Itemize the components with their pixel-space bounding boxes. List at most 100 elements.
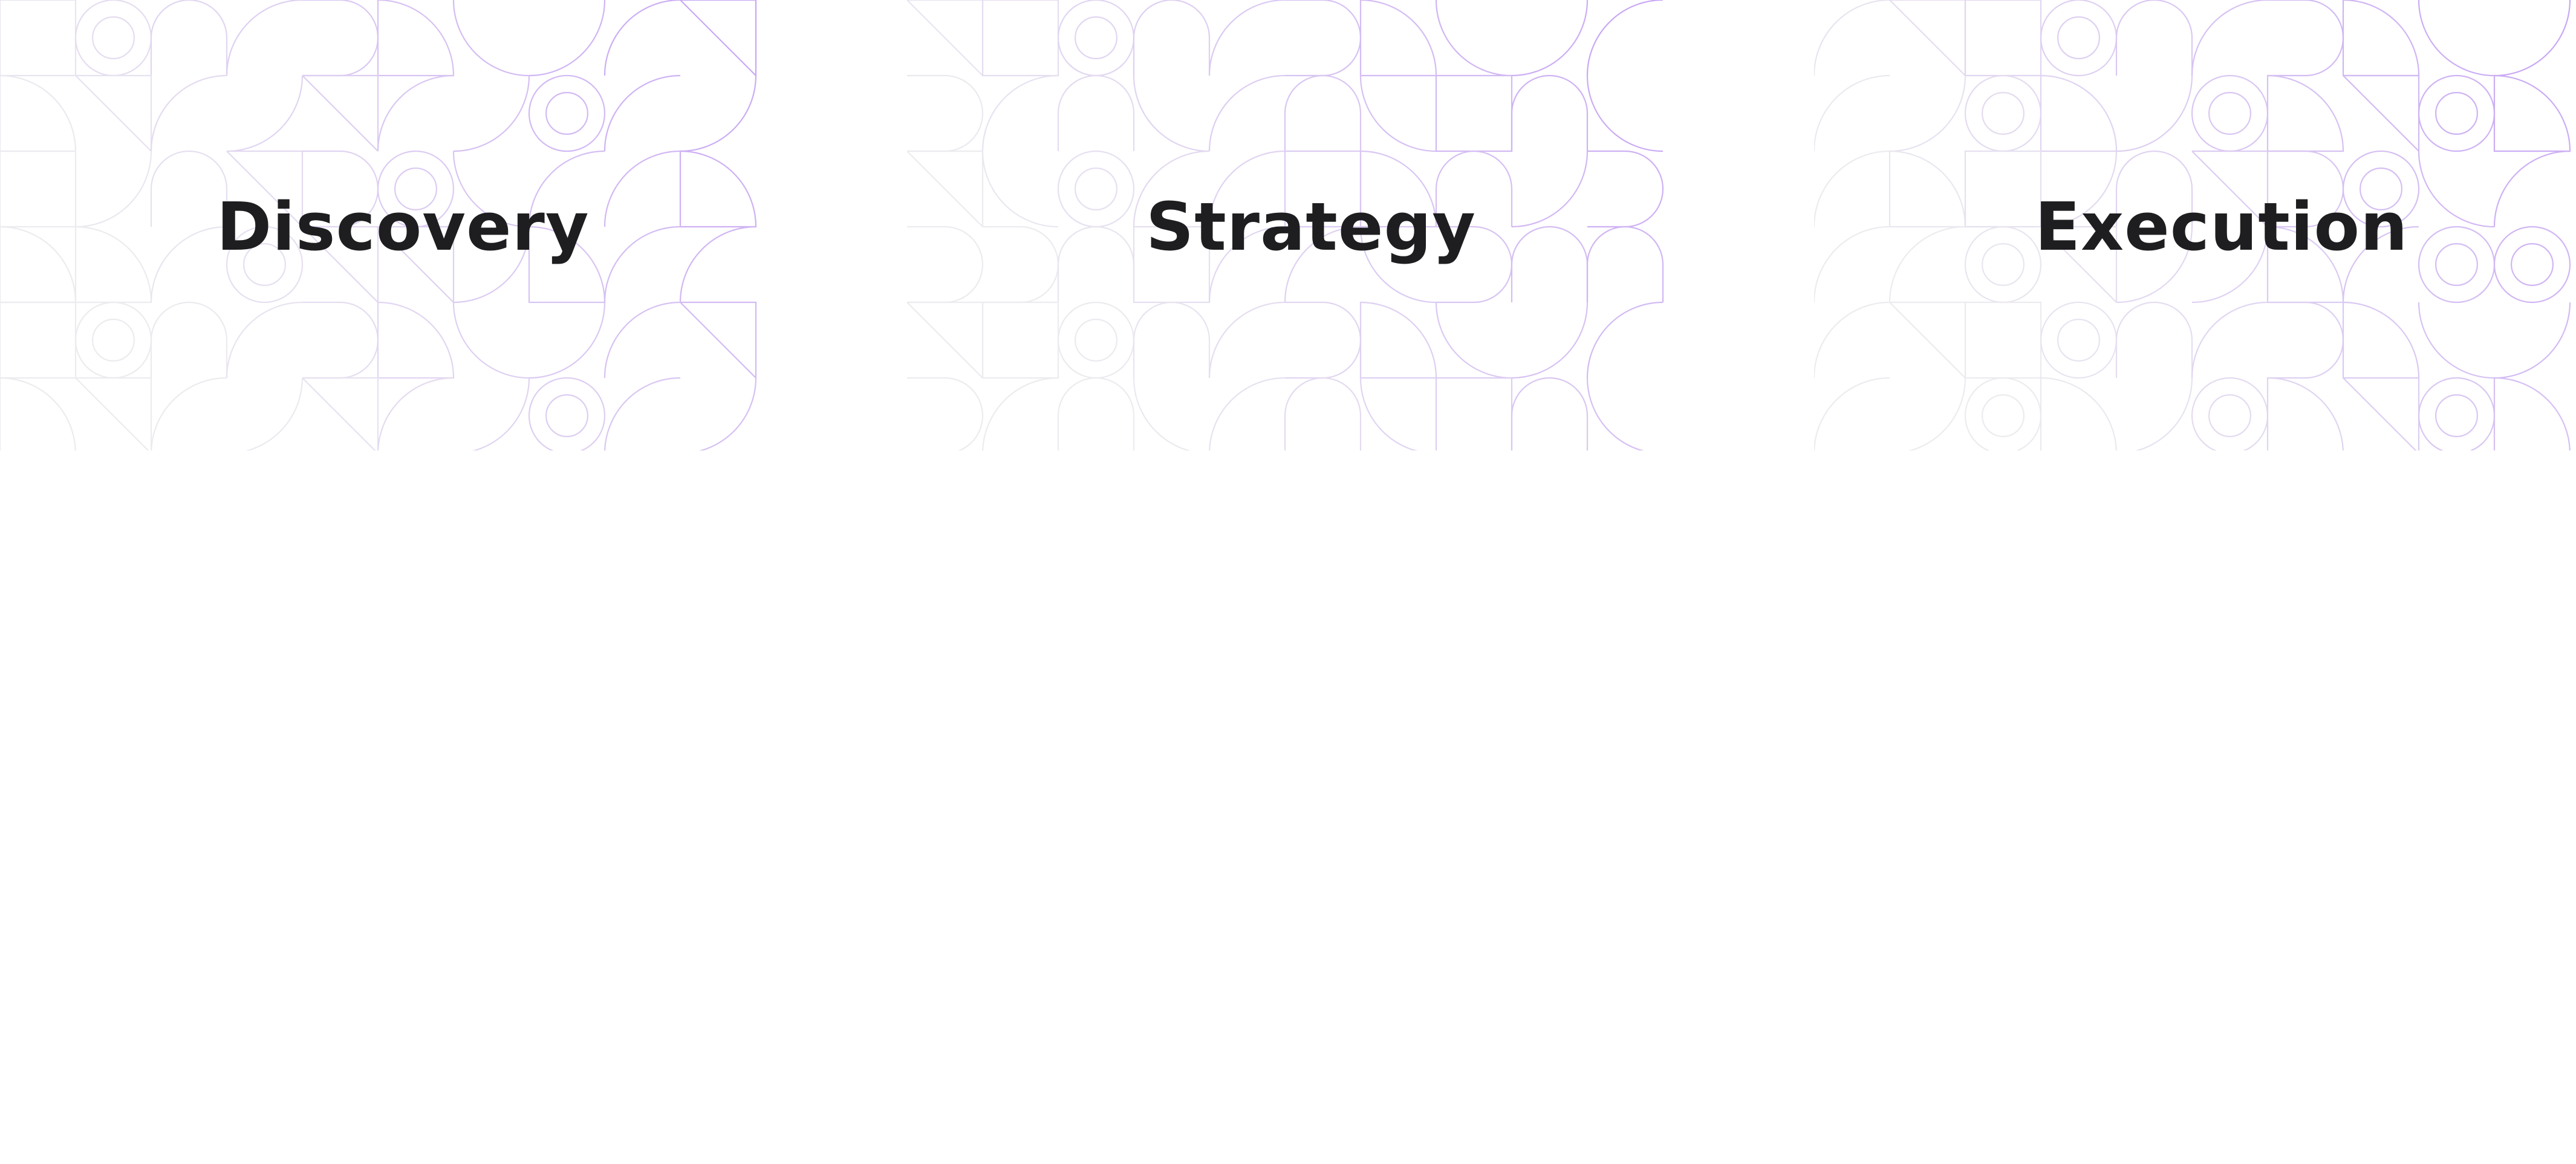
pattern-tile (1889, 301, 1966, 379)
pattern-tile (2493, 377, 2571, 450)
pattern-tile (1359, 75, 1437, 152)
pattern-tile (1814, 301, 1890, 379)
pattern-tile (2494, 302, 2571, 379)
pattern-tile (74, 226, 152, 304)
pattern-tile (2418, 74, 2496, 152)
pattern-tile (302, 301, 379, 379)
pattern-tile (528, 74, 606, 152)
pattern-tile (981, 301, 1059, 379)
pattern-tile (2493, 150, 2571, 227)
pattern-tile (377, 226, 455, 303)
pattern-tile (2191, 377, 2269, 450)
pattern-tile (1208, 0, 1286, 76)
pattern-tile (0, 377, 76, 450)
pattern-tile (2040, 74, 2118, 152)
pattern-tile (377, 74, 454, 152)
pattern-tile (907, 74, 984, 152)
pattern-tile (2040, 151, 2118, 228)
pattern-tile (150, 150, 228, 227)
pattern-tile (1285, 301, 1362, 379)
pattern-tile (2040, 301, 2118, 379)
pattern-tile (1285, 0, 1362, 77)
pattern-tile (226, 301, 303, 379)
pattern-tile (2040, 377, 2117, 450)
pattern-tile (1209, 377, 1286, 450)
pattern-tile (2040, 226, 2118, 303)
geometric-pattern-icon (1814, 0, 2571, 450)
pattern-tile (907, 150, 984, 227)
pattern-tile (1908, 377, 1966, 450)
pattern-tile (1208, 301, 1286, 379)
pattern-tile (981, 0, 1059, 77)
pattern-tile (603, 301, 681, 379)
pattern-tile (1435, 377, 1513, 450)
pattern-tile (1511, 302, 1589, 379)
pattern-tile (74, 301, 152, 379)
pattern-tile (150, 301, 228, 378)
pattern-tile (74, 0, 152, 77)
pattern-tile (1208, 150, 1286, 227)
pattern-tile (1435, 0, 1512, 77)
pattern-tile (2343, 74, 2420, 152)
pattern-tile (472, 377, 530, 450)
pattern-tile (2191, 0, 2268, 76)
pattern-tile (679, 226, 756, 303)
pattern-tile (2116, 75, 2193, 152)
pattern-tile (377, 301, 455, 379)
pattern-tile (453, 75, 530, 152)
pattern-tile (1208, 74, 1286, 152)
pattern-tile (1359, 0, 1437, 77)
pattern-tile (528, 150, 605, 227)
pattern-tile (1814, 74, 1890, 152)
pattern-tile (2494, 0, 2571, 77)
pattern-tile (1586, 226, 1664, 302)
pattern-tile (907, 377, 984, 450)
pattern-tile (1057, 301, 1135, 379)
pattern-tile (1888, 226, 1966, 303)
pattern-tile (1133, 301, 1211, 378)
pattern-tile (1511, 377, 1589, 450)
pattern-tile (1964, 0, 2042, 77)
pattern-tile (1586, 377, 1645, 450)
pattern-tile (1511, 74, 1589, 151)
pattern-tile (2418, 226, 2496, 304)
pattern-tile (0, 226, 77, 304)
pattern-tile (377, 377, 454, 450)
pattern-tile (2191, 301, 2268, 379)
geometric-pattern-icon (907, 0, 1664, 450)
pattern-tile (377, 150, 455, 228)
pattern-tile (1814, 150, 1890, 227)
pattern-tile (452, 151, 530, 228)
pattern-tile (1133, 75, 1210, 152)
pattern-tile (1888, 150, 1966, 228)
pattern-tile (529, 302, 606, 379)
pattern-tile (151, 377, 227, 450)
pattern-tile (150, 226, 227, 303)
pattern-tile (680, 0, 757, 76)
pattern-tile (2418, 302, 2495, 379)
pattern-tile (1964, 150, 2042, 228)
pattern-tile (2191, 74, 2269, 152)
pattern-tile (2268, 301, 2344, 379)
pattern-tile (1587, 150, 1664, 228)
pattern-tile (0, 74, 77, 152)
pattern-tile (452, 302, 530, 379)
pattern-tile (1359, 377, 1418, 450)
card-discovery: Discovery (0, 0, 762, 450)
pattern-tile (226, 75, 304, 152)
pattern-tile (2040, 0, 2118, 77)
pattern-tile (907, 0, 984, 76)
pattern-tile (603, 226, 681, 303)
card-title-discovery: Discovery (216, 188, 590, 265)
pattern-tile (2116, 226, 2193, 304)
pattern-tile (529, 0, 606, 77)
pattern-tile (907, 301, 984, 379)
pattern-tile (907, 226, 984, 304)
pattern-tile (377, 0, 455, 77)
card-title-strategy: Strategy (1146, 188, 1476, 265)
pattern-tile (2342, 301, 2420, 379)
pattern-tile (528, 226, 606, 304)
pattern-tile (75, 74, 152, 152)
pattern-tile (2493, 74, 2571, 152)
pattern-tile (2191, 226, 2269, 304)
